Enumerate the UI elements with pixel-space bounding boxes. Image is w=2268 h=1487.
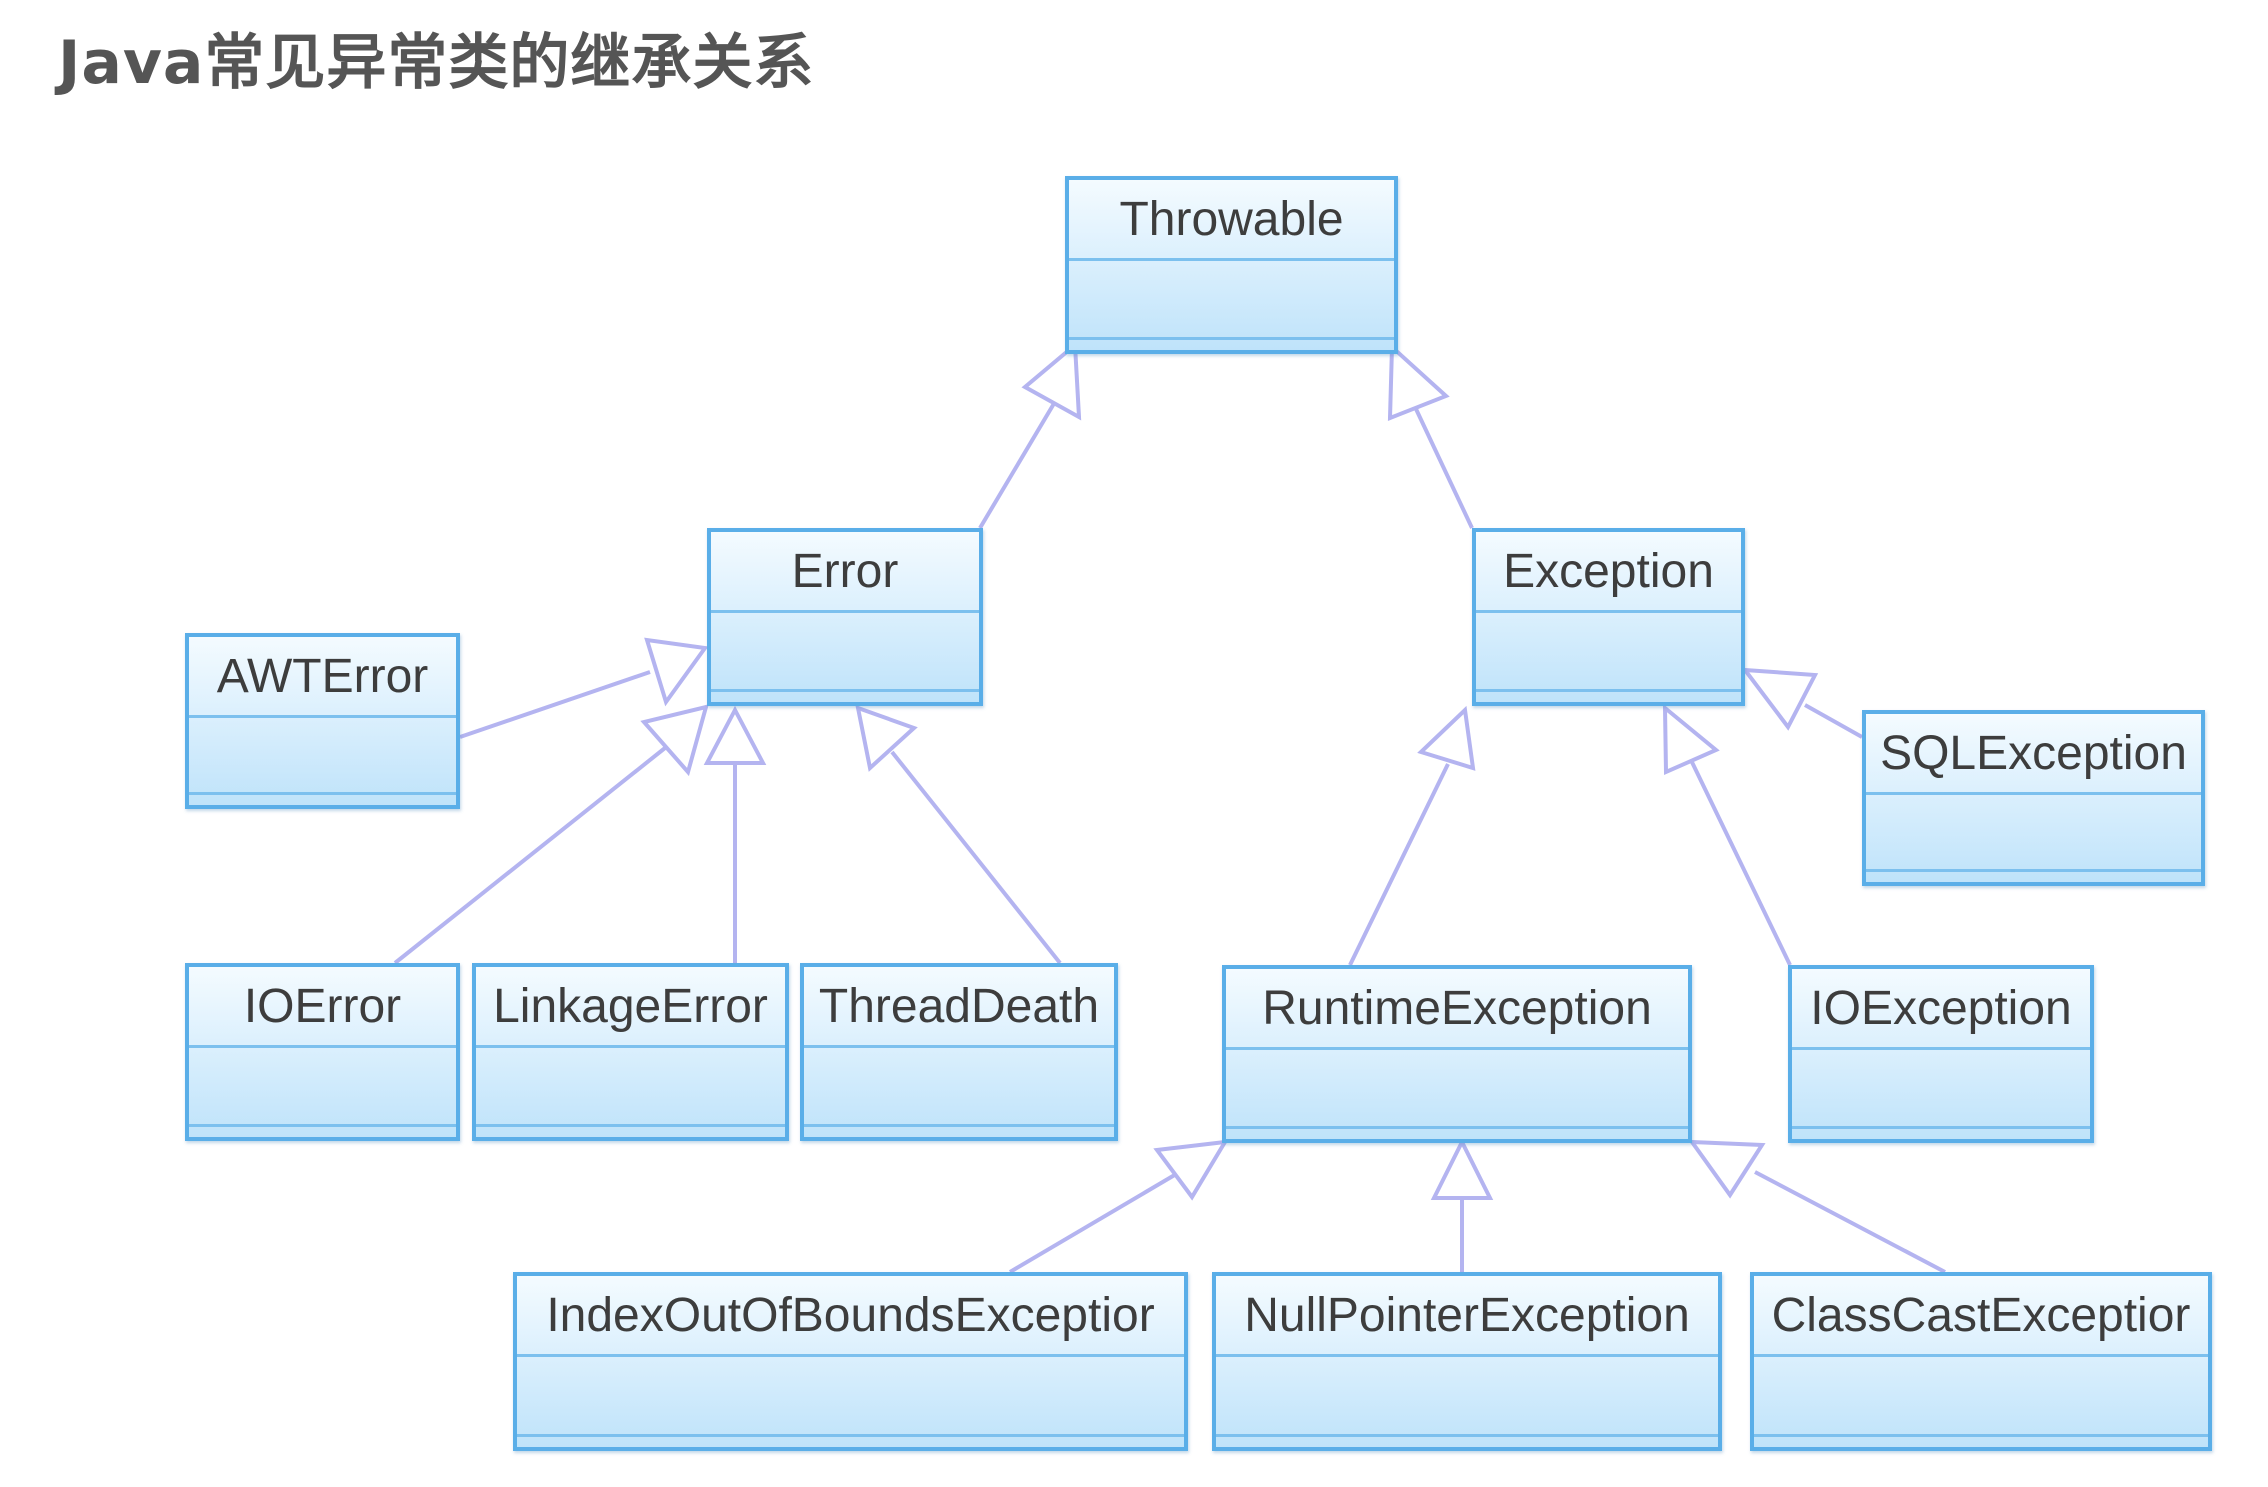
class-box-sqlexception: SQLException <box>1862 710 2205 886</box>
class-name: SQLException <box>1866 714 2201 795</box>
edge-runtimeexception-exception <box>1348 763 1450 966</box>
class-name: Exception <box>1476 532 1741 613</box>
edge-classcast-runtime <box>1754 1170 1946 1274</box>
class-box-threaddeath: ThreadDeath <box>800 963 1118 1141</box>
class-box-awterror: AWTError <box>185 633 460 809</box>
class-operations-divider <box>1754 1434 2208 1437</box>
class-name: Throwable <box>1069 180 1394 261</box>
arrowhead-error-throwable <box>1021 340 1082 421</box>
class-box-exception: Exception <box>1472 528 1745 706</box>
arrowhead-exception-throwable <box>1387 342 1450 421</box>
class-box-ioexception: IOException <box>1788 965 2094 1143</box>
class-operations-divider <box>517 1434 1184 1437</box>
class-box-error: Error <box>707 528 983 706</box>
arrowhead-sqlexception-exception <box>1740 667 1819 731</box>
class-box-nullpointerexception: NullPointerException <box>1212 1272 1722 1451</box>
arrowhead-linkageerror-error <box>703 705 767 765</box>
arrowhead-classcast-runtime <box>1687 1139 1766 1199</box>
class-box-ioerror: IOError <box>185 963 460 1141</box>
class-box-classcastexception: ClassCastExceptior <box>1750 1272 2212 1451</box>
arrowhead-runtimeexception-exception <box>1417 705 1476 771</box>
page-title: Java常见异常类的继承关系 <box>58 28 815 98</box>
edge-awterror-error <box>459 670 651 739</box>
arrowhead-nullpointer-runtime <box>1430 1137 1494 1200</box>
edge-ioexception-exception <box>1688 757 1792 966</box>
class-box-runtimeexception: RuntimeException <box>1222 965 1692 1143</box>
class-operations-divider <box>1792 1126 2090 1129</box>
class-name: IOError <box>189 967 456 1048</box>
class-name: IndexOutOfBoundsExceptior <box>517 1276 1184 1357</box>
class-operations-divider <box>1226 1126 1688 1129</box>
class-name: IOException <box>1792 969 2090 1050</box>
edge-error-throwable <box>978 388 1064 530</box>
arrowhead-indexoutofbounds-runtime <box>1153 1139 1229 1201</box>
arrowhead-ioexception-exception <box>1662 703 1720 776</box>
class-box-linkageerror: LinkageError <box>472 963 789 1141</box>
class-name: RuntimeException <box>1226 969 1688 1050</box>
edge-indexoutofbounds-runtime <box>1008 1171 1180 1274</box>
class-name: NullPointerException <box>1216 1276 1718 1357</box>
class-name: LinkageError <box>476 967 785 1048</box>
class-operations-divider <box>1866 869 2201 872</box>
arrowhead-awterror-error <box>644 637 709 707</box>
class-operations-divider <box>476 1124 785 1127</box>
class-name: Error <box>711 532 979 613</box>
class-name: AWTError <box>189 637 456 718</box>
class-operations-divider <box>1476 689 1741 692</box>
arrowhead-threaddeath-error <box>855 704 918 772</box>
edge-exception-throwable <box>1406 391 1474 529</box>
class-operations-divider <box>804 1124 1114 1127</box>
class-operations-divider <box>711 689 979 692</box>
class-operations-divider <box>1069 337 1394 340</box>
class-operations-divider <box>1216 1434 1718 1437</box>
class-box-indexoutofboundsexception: IndexOutOfBoundsExceptior <box>513 1272 1188 1451</box>
edge-threaddeath-error <box>890 750 1062 965</box>
edge-sqlexception-exception <box>1804 703 1863 739</box>
class-name: ThreadDeath <box>804 967 1114 1048</box>
class-name: ClassCastExceptior <box>1754 1276 2208 1357</box>
class-operations-divider <box>189 792 456 795</box>
edge-ioerror-error <box>393 746 667 965</box>
class-operations-divider <box>189 1124 456 1127</box>
class-box-throwable: Throwable <box>1065 176 1398 354</box>
arrowhead-ioerror-error <box>640 704 709 777</box>
